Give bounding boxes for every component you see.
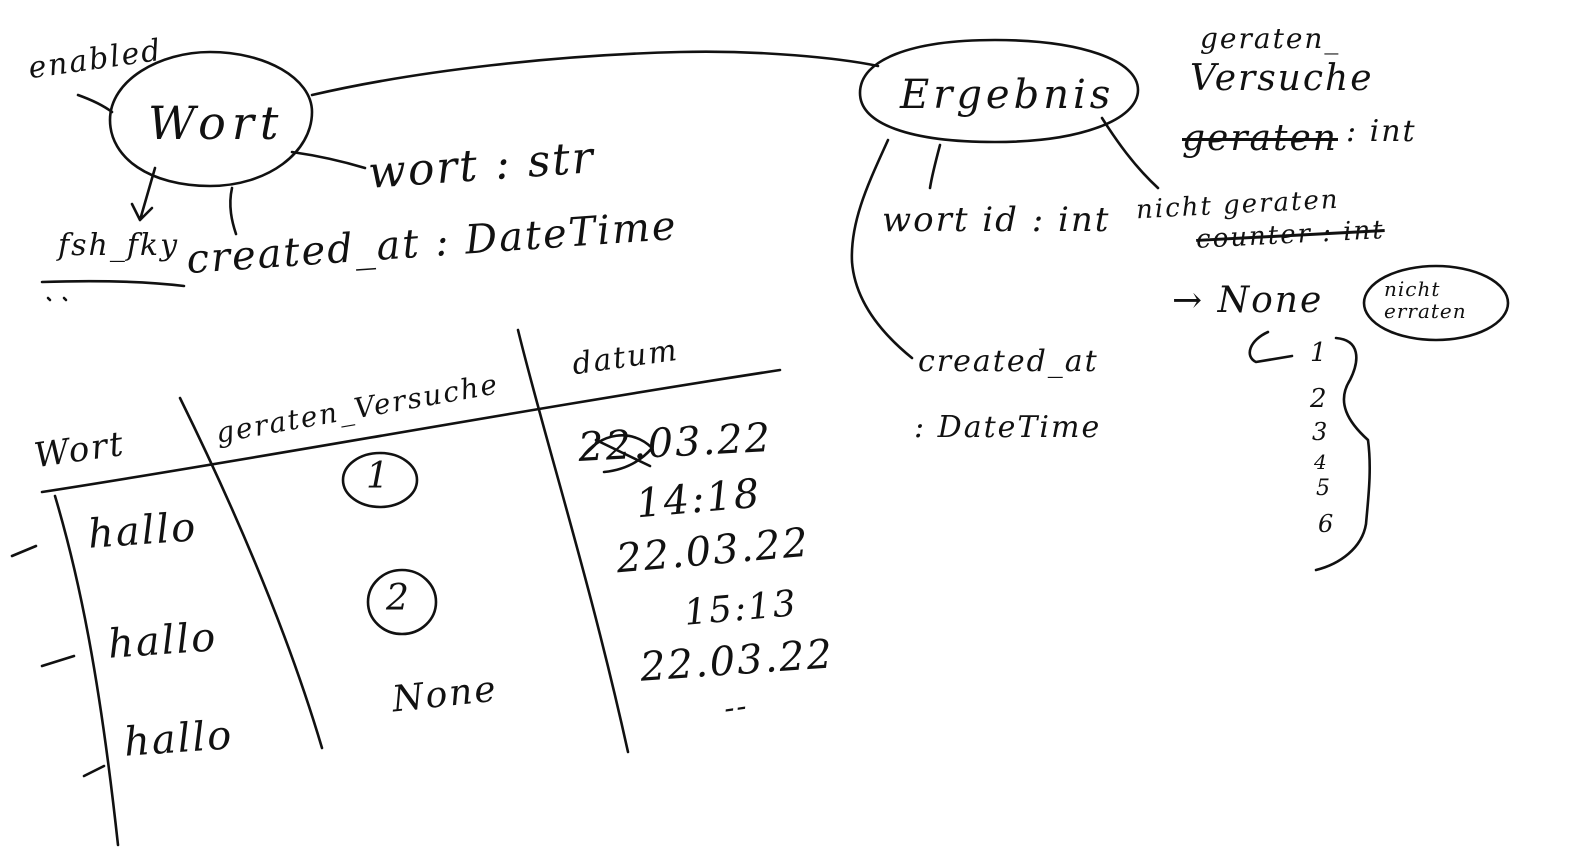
fshfky-underline — [40, 279, 186, 288]
wort-attr-fshfky: fsh_fky — [58, 228, 180, 263]
table-col-divider-2 — [516, 328, 630, 754]
ergebnis-attr-geraten: geraten_ — [1200, 22, 1341, 55]
attempt-value: 4 — [1314, 450, 1329, 474]
attempts-bracket — [1314, 336, 1372, 572]
ergebnis-attr-wortid: wort id : int — [882, 200, 1111, 240]
ergebnis-entity-title: Ergebnis — [900, 72, 1115, 118]
table-left-border — [53, 494, 120, 847]
none-label: → None — [1172, 280, 1324, 321]
ergebnis-entity-ellipse — [858, 38, 1140, 144]
attempt-value: 6 — [1318, 510, 1336, 538]
enabled-connector — [76, 93, 114, 114]
ergebnis-attr-created-type: : DateTime — [914, 410, 1102, 445]
table-header-line — [40, 368, 782, 494]
ergebnis-attr-int: : int — [1346, 114, 1417, 149]
versuch-1-circle — [341, 451, 419, 509]
table-cell-wort: hallo — [106, 614, 219, 668]
wort-attr-connector — [290, 150, 367, 170]
nicht-erraten-circle — [1362, 264, 1510, 342]
nicht-geraten-connector — [1100, 116, 1160, 190]
table-cell-versuche: 1 — [366, 456, 391, 497]
table-cell-time: -- — [721, 688, 751, 727]
date-strike-scribble — [580, 434, 654, 474]
attempts-hook — [1248, 330, 1294, 364]
row-marker-2 — [40, 654, 76, 668]
ergebnis-attr-geraten-struck: geraten — [1182, 118, 1338, 159]
table-cell-versuche: 2 — [386, 578, 411, 619]
attempt-value: 3 — [1312, 418, 1330, 446]
created-attr-connector — [229, 186, 238, 236]
row-marker-3 — [82, 764, 106, 778]
nicht-erraten-note: nicht erraten — [1384, 277, 1467, 323]
wort-entity-title: Wort — [148, 96, 285, 150]
versuch-2-circle — [366, 568, 438, 636]
attempt-value: 5 — [1316, 476, 1332, 501]
attempt-value: 1 — [1310, 338, 1329, 368]
ergebnis-attr-created: created_at — [918, 344, 1099, 379]
row-marker-1 — [10, 544, 38, 558]
wortid-connector — [928, 143, 942, 190]
table-col-divider-1 — [178, 396, 324, 750]
fshfky-arrow — [130, 166, 157, 222]
attempt-value: 2 — [1310, 384, 1329, 414]
table-cell-wort: hallo — [122, 712, 235, 766]
relationship-line — [310, 50, 880, 97]
dots-mark — [46, 296, 68, 302]
created-at-curve — [850, 138, 914, 360]
table-cell-wort: hallo — [86, 504, 199, 558]
ergebnis-attr-versuche: Versuche — [1190, 58, 1374, 99]
wort-entity-ellipse — [108, 50, 314, 188]
